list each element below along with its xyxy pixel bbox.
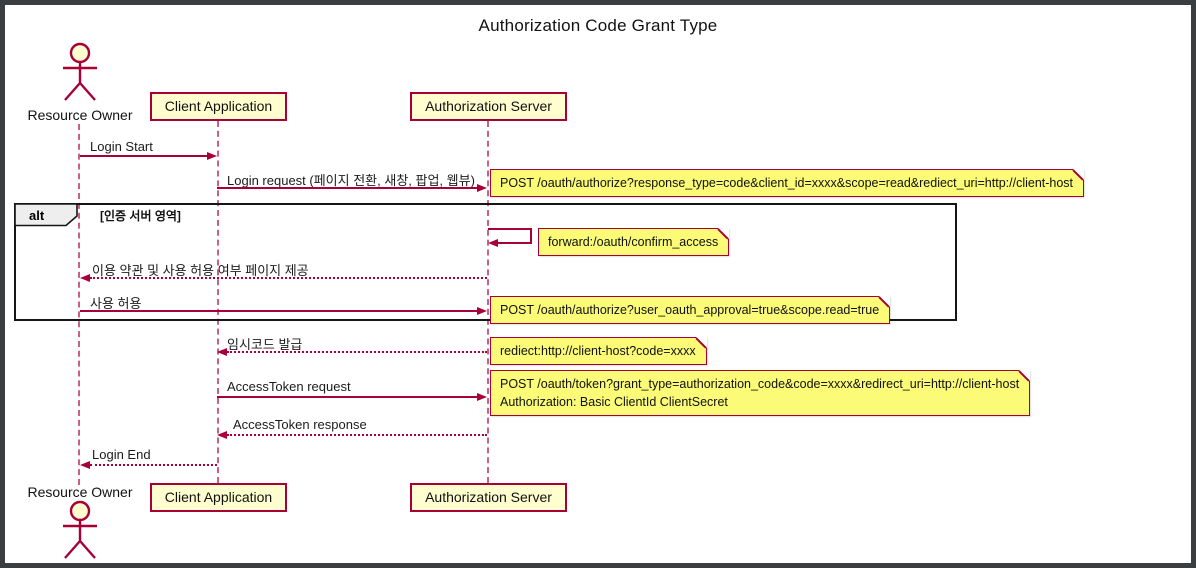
message-temp-code-line [227, 351, 487, 353]
note-token-request-line2: Authorization: Basic ClientId ClientSecr… [500, 395, 728, 410]
message-terms-page-line [90, 277, 487, 279]
resource-owner-label-bottom: Resource Owner [27, 484, 133, 500]
message-login-request-line [217, 187, 478, 189]
note-token-request: POST /oauth/token?grant_type=authorizati… [490, 370, 1031, 417]
arrowhead-icon [477, 183, 487, 192]
message-approve-use-label: 사용 허용 [90, 296, 142, 311]
alt-guard-label: [인증 서버 영역] [100, 209, 181, 223]
arrowhead-icon [217, 430, 227, 439]
self-message-line-bottom [498, 242, 532, 244]
note-authorize-request: POST /oauth/authorize?response_type=code… [490, 169, 1085, 198]
message-access-token-response-label: AccessToken response [233, 417, 367, 432]
arrowhead-icon [488, 238, 498, 247]
alt-operator-label: alt [29, 208, 45, 223]
note-redirect-code: rediect:http://client-host?code=xxxx [490, 337, 707, 366]
lifeline-client-application [217, 121, 219, 483]
arrowhead-icon [477, 392, 487, 401]
message-access-token-request-label: AccessToken request [227, 379, 351, 394]
message-login-start-label: Login Start [90, 139, 153, 154]
note-approval: POST /oauth/authorize?user_oauth_approva… [490, 296, 891, 325]
participant-client-application-bottom: Client Application [150, 483, 287, 512]
message-approve-use-line [80, 310, 478, 312]
self-message-line-right [530, 228, 532, 243]
note-redirect-code-text: rediect:http://client-host?code=xxxx [500, 344, 696, 358]
resource-owner-label-top: Resource Owner [27, 107, 133, 123]
alt-operator-pentagon: alt [15, 204, 78, 227]
message-access-token-request-line [217, 396, 478, 398]
message-temp-code-label: 임시코드 발급 [227, 337, 303, 352]
self-message-line-top [488, 228, 532, 230]
lifeline-resource-owner [78, 124, 80, 485]
alt-fragment-frame [14, 203, 957, 321]
message-login-start-line [80, 155, 208, 157]
note-approval-text: POST /oauth/authorize?user_oauth_approva… [500, 303, 880, 317]
message-login-end-line [90, 464, 217, 466]
note-token-request-line1: POST /oauth/token?grant_type=authorizati… [500, 377, 1020, 391]
arrowhead-icon [217, 347, 227, 356]
arrowhead-icon [80, 273, 90, 282]
arrowhead-icon [80, 460, 90, 469]
message-login-request-label: Login request (페이지 전환, 새창, 팝업, 웹뷰) [227, 173, 475, 188]
arrowhead-icon [207, 151, 217, 160]
diagram-title: Authorization Code Grant Type [478, 16, 718, 35]
note-authorize-request-text: POST /oauth/authorize?response_type=code… [500, 176, 1074, 190]
message-login-end-label: Login End [92, 447, 151, 462]
arrowhead-icon [477, 306, 487, 315]
resource-owner-actor-icon-bottom [63, 500, 97, 559]
participant-client-application-top: Client Application [150, 92, 287, 121]
message-access-token-response-line [227, 434, 487, 436]
message-terms-page-label: 이용 약관 및 사용 허용 여부 페이지 제공 [92, 263, 309, 278]
resource-owner-actor-icon-top [63, 42, 97, 101]
lifeline-authorization-server [487, 121, 489, 483]
note-confirm-access: forward:/oauth/confirm_access [538, 228, 730, 257]
participant-authorization-server-bottom: Authorization Server [410, 483, 567, 512]
note-confirm-access-text: forward:/oauth/confirm_access [548, 235, 719, 249]
participant-authorization-server-top: Authorization Server [410, 92, 567, 121]
